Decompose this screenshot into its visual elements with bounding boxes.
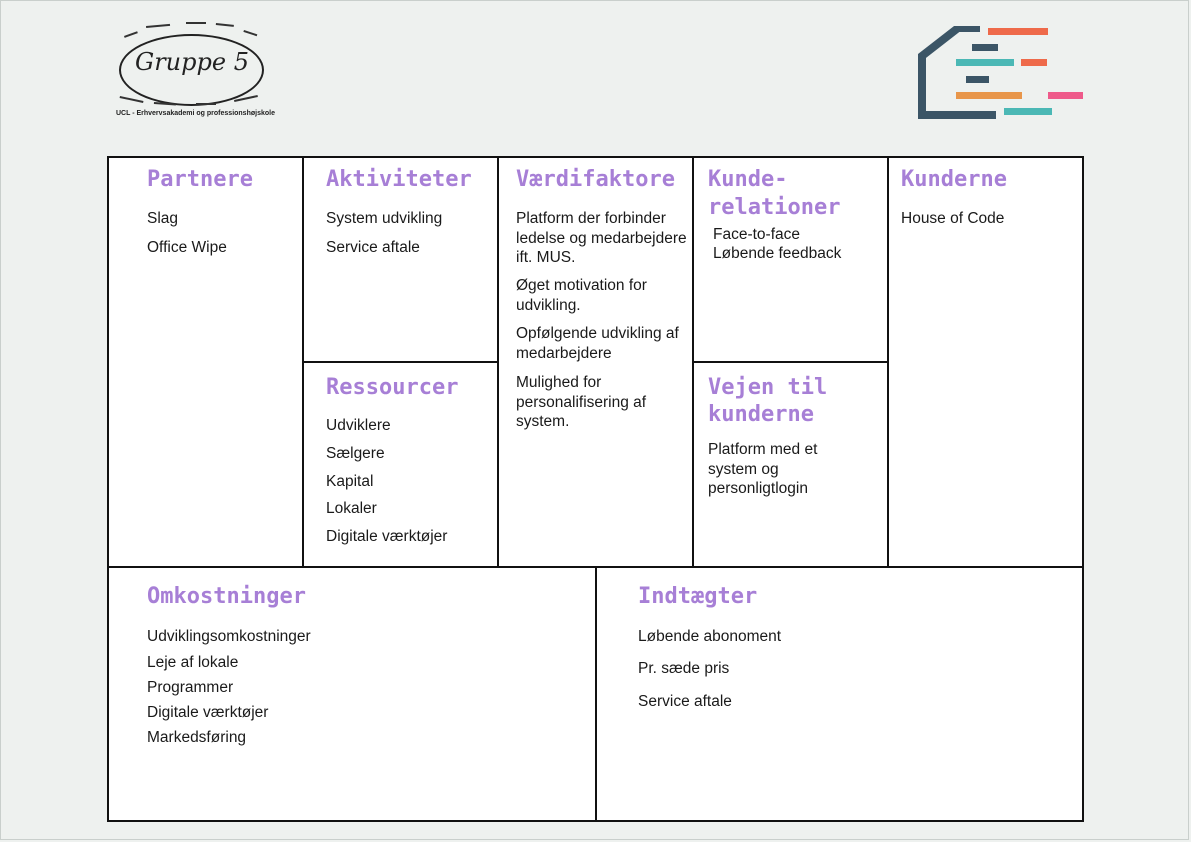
logo-ring-text-decoration-bottom [119, 95, 258, 106]
ressourcer-item: Sælgere [326, 445, 385, 462]
partnere-item: Slag [147, 210, 179, 227]
code-brand-logo [918, 26, 1083, 119]
group-logo: Gruppe 5 UCL - Erhvervsakademi og profes… [116, 18, 275, 122]
aktiviteter-item: Service aftale [326, 239, 420, 256]
partnere-item: Office Wipe [147, 239, 227, 256]
ressourcer-section [302, 361, 499, 568]
vejen-text: Platform med et system og personligtlogi… [708, 441, 818, 497]
omkostninger-item: Markedsføring [147, 729, 247, 746]
kunderne-section [887, 156, 1084, 568]
logo-subtitle: UCL - Erhvervsakademi og professionshøjs… [116, 110, 275, 117]
vaerdifaktore-item: Platform der forbinder ledelse og medarb… [516, 210, 687, 266]
ressourcer-item: Digitale værktøjer [326, 528, 448, 545]
vejen-section [692, 361, 889, 568]
logo-ellipse [119, 34, 264, 106]
kunderne-title: Kunderne [901, 167, 1007, 192]
indtaegter-item: Pr. sæde pris [638, 660, 730, 677]
partnere-title: Partnere [147, 167, 253, 192]
vejen-title-line1: Vejen til [708, 375, 828, 400]
indtaegter-section [595, 566, 1084, 822]
ressourcer-item: Lokaler [326, 500, 377, 517]
ressourcer-title: Ressourcer [326, 375, 459, 400]
kunderelationer-section [692, 156, 889, 363]
kunderelationer-title-line1: Kunde- [708, 167, 788, 192]
aktiviteter-section [302, 156, 499, 363]
aktiviteter-item: System udvikling [326, 210, 443, 227]
vaerdifaktore-item: Mulighed for personalifisering af system… [516, 374, 647, 430]
kunderelationer-item: Face-to-face [713, 226, 801, 243]
kunderelationer-title-line2: relationer [708, 195, 841, 220]
logo-ring-text-decoration [124, 22, 258, 38]
ressourcer-item: Udviklere [326, 417, 391, 434]
omkostninger-section [107, 566, 597, 822]
indtaegter-item: Løbende abonoment [638, 628, 782, 645]
vaerdifaktore-item: Øget motivation for udvikling. [516, 277, 647, 314]
indtaegter-item: Service aftale [638, 693, 732, 710]
omkostninger-item: Leje af lokale [147, 654, 239, 671]
omkostninger-item: Programmer [147, 679, 234, 696]
vaerdifaktore-title: Værdifaktore [516, 167, 675, 192]
omkostninger-item: Udviklingsomkostninger [147, 628, 311, 645]
vejen-title-line2: kunderne [708, 402, 814, 427]
partnere-section [107, 156, 304, 568]
kunderelationer-item: Løbende feedback [713, 245, 842, 262]
logo-name: Gruppe 5 [135, 48, 249, 76]
kunderne-item: House of Code [901, 210, 1005, 227]
ressourcer-item: Kapital [326, 473, 374, 490]
aktiviteter-title: Aktiviteter [326, 167, 472, 192]
indtaegter-title: Indtægter [638, 584, 758, 609]
vaerdifaktore-item: Opfølgende udvikling af medarbejdere [516, 325, 679, 362]
omkostninger-item: Digitale værktøjer [147, 704, 269, 721]
omkostninger-title: Omkostninger [147, 584, 306, 609]
vaerdifaktore-section [497, 156, 694, 568]
